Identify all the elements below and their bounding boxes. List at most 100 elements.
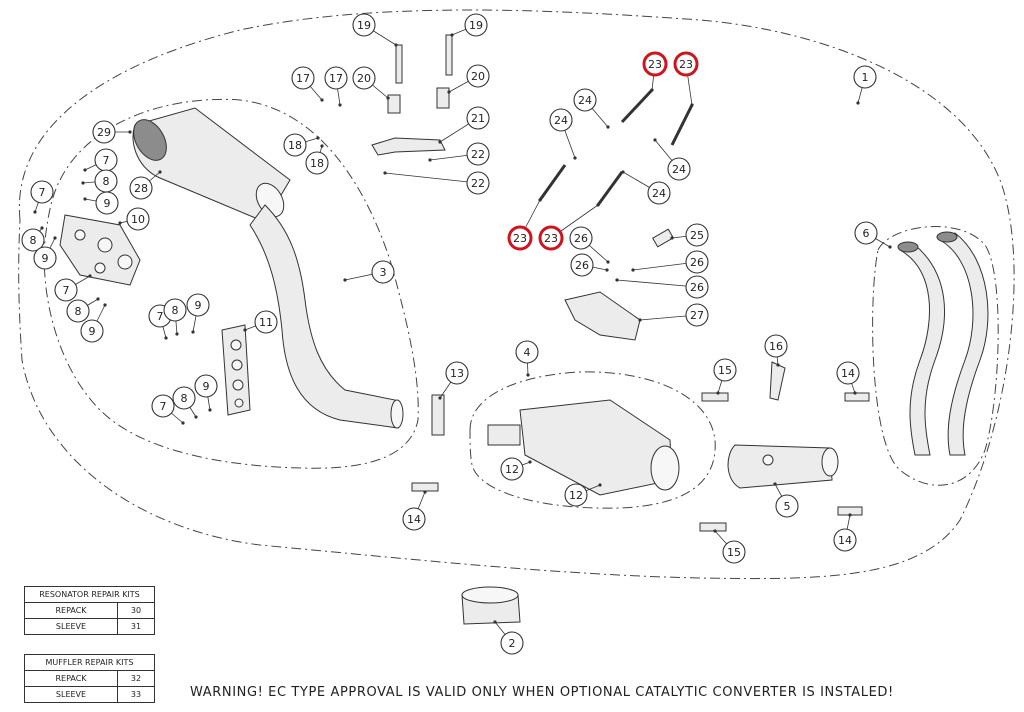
callout-circle (163, 298, 187, 322)
muffler-kits-title: MUFFLER REPAIR KITS (24, 654, 155, 671)
heat-shield-strip-part (221, 324, 251, 416)
callout-circle (685, 303, 709, 327)
leader-dot (713, 529, 717, 533)
leader-dot (606, 260, 610, 264)
callout-number: 24 (578, 94, 592, 107)
callout-circle (352, 66, 376, 90)
callout-circle (352, 13, 376, 37)
callout-2: 2 (500, 631, 524, 655)
callout-number: 9 (203, 380, 210, 393)
leader-dot (118, 221, 122, 225)
leader-lines (32, 24, 892, 644)
leader-dot (316, 136, 320, 140)
callout-23-highlighted: 23 (507, 225, 533, 251)
callout-7: 7 (94, 148, 118, 172)
callout-circle (515, 340, 539, 364)
callout-circle (464, 13, 488, 37)
leader-dot (194, 415, 198, 419)
callout-number: 17 (296, 72, 310, 85)
callout-circle (500, 631, 524, 655)
callout-circle (466, 64, 490, 88)
catalytic-converter-part (727, 444, 839, 489)
callout-9: 9 (194, 374, 218, 398)
leader-dot (598, 483, 602, 487)
leader-dot (773, 482, 777, 486)
callout-10: 10 (126, 207, 150, 231)
callout-4: 4 (515, 340, 539, 364)
callout-29: 29 (92, 120, 116, 144)
leader-dot (538, 198, 542, 202)
callout-circle (445, 361, 469, 385)
callout-26: 26 (569, 226, 593, 250)
callout-number: 8 (75, 305, 82, 318)
leader-dot (853, 391, 857, 395)
callout-number: 19 (357, 19, 371, 32)
leader-dot (164, 336, 168, 340)
callout-number: 19 (469, 19, 483, 32)
leader-dot (526, 373, 530, 377)
callout-number: 4 (524, 346, 531, 359)
callout-number: 9 (89, 325, 96, 338)
leader-dot (158, 170, 162, 174)
leader-dot (103, 303, 107, 307)
spring-hangers-parts (411, 228, 870, 532)
leader-dot (888, 245, 892, 249)
callout-14: 14 (402, 507, 426, 531)
callout-circle (186, 293, 210, 317)
callout-number: 22 (471, 148, 485, 161)
callout-circle (172, 386, 196, 410)
callout-number: 23 (513, 232, 527, 245)
callout-circle (507, 225, 533, 251)
leader-dot (438, 396, 442, 400)
callout-circle (291, 66, 315, 90)
header-pipes-part (897, 231, 989, 456)
callout-number: 20 (471, 70, 485, 83)
callout-26: 26 (570, 253, 594, 277)
kit-row-value: 30 (117, 602, 155, 619)
callout-6: 6 (854, 221, 878, 245)
leader-dot (447, 90, 451, 94)
kit-row-label: SLEEVE (24, 686, 118, 703)
callout-circle (673, 51, 699, 77)
muffler-repair-kits-table: MUFFLER REPAIR KITS REPACK 32 SLEEVE 33 (24, 654, 155, 703)
callout-9: 9 (95, 191, 119, 215)
heat-shield-plate-part (59, 214, 141, 286)
leader-dot (690, 103, 694, 107)
callout-number: 7 (63, 284, 70, 297)
leader-dot (493, 620, 497, 624)
callout-9: 9 (186, 293, 210, 317)
studs-19-parts (387, 34, 453, 114)
leader-dot (320, 144, 324, 148)
leader-dot (88, 274, 92, 278)
callout-number: 20 (357, 72, 371, 85)
callout-24: 24 (573, 88, 597, 112)
callout-circle (833, 528, 857, 552)
callout-number: 16 (769, 340, 783, 353)
resonator-kits-title: RESONATOR REPAIR KITS (24, 586, 155, 603)
callout-number: 8 (103, 175, 110, 188)
kit-row-value: 33 (117, 686, 155, 703)
callout-15: 15 (722, 540, 746, 564)
callout-28: 28 (129, 176, 153, 200)
callout-circle (80, 319, 104, 343)
callout-number: 2 (509, 637, 516, 650)
callout-7: 7 (151, 394, 175, 418)
callout-26: 26 (685, 275, 709, 299)
callout-18: 18 (305, 151, 329, 175)
callout-number: 3 (380, 266, 387, 279)
callout-19: 19 (464, 13, 488, 37)
callout-number: 23 (648, 58, 662, 71)
callout-number: 26 (574, 232, 588, 245)
leader-dot (856, 101, 860, 105)
leader-dot (653, 138, 657, 142)
callout-number: 23 (679, 58, 693, 71)
leader-dot (83, 168, 87, 172)
callout-number: 7 (160, 400, 167, 413)
callout-17: 17 (324, 66, 348, 90)
table-row: REPACK 32 (24, 670, 155, 687)
callout-circle (283, 133, 307, 157)
callout-circle (667, 157, 691, 181)
callout-number: 24 (672, 163, 686, 176)
leader-dot (394, 43, 398, 47)
callout-number: 28 (134, 182, 148, 195)
